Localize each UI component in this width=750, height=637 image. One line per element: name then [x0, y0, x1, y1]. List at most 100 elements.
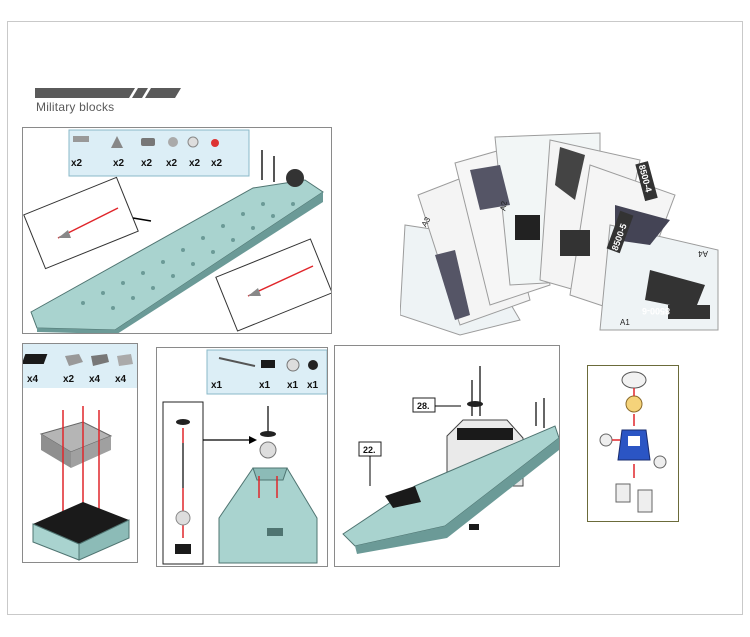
radar-dish [286, 169, 304, 187]
header-stripe-3 [145, 88, 181, 98]
part-icon [308, 360, 318, 370]
pointer-line [132, 217, 152, 222]
parts-qty: x2 [189, 158, 201, 169]
mast [273, 156, 275, 182]
part-disc [176, 419, 190, 425]
step-label: 22. [363, 445, 376, 455]
parts-qty: x2 [141, 158, 153, 169]
parts-qty: x1 [287, 380, 299, 391]
leg-right [637, 489, 653, 513]
black-plate [33, 502, 129, 544]
hull-illustration: x2 x2 x2 x2 x2 x2 [23, 129, 331, 333]
weapon-callout-left [23, 176, 139, 270]
part-icon [111, 136, 123, 148]
booklet-label-tag [635, 161, 658, 202]
parts-qty: x4 [115, 374, 127, 385]
part-icon [73, 136, 89, 142]
part-disc [260, 431, 276, 437]
torso-print [628, 436, 640, 446]
parts-qty: x2 [211, 158, 223, 169]
base-illustration: x4 x2 x4 x4 [23, 344, 137, 561]
part-icon [65, 354, 83, 366]
base-brick-front [78, 519, 130, 561]
helmet [621, 371, 647, 389]
deck-gun [385, 486, 421, 508]
part-icon [117, 354, 133, 366]
parts-qty: x2 [71, 158, 83, 169]
booklet-label: A3 [420, 215, 433, 228]
tower-arrows [258, 476, 278, 498]
parts-qty: x4 [89, 374, 101, 385]
tower-detail [267, 528, 283, 536]
part-icon [261, 360, 275, 368]
header-stripes [35, 88, 181, 98]
step-label: 28. [417, 401, 430, 411]
header-stripe-main [35, 88, 135, 98]
part-icon [187, 136, 199, 148]
weapon-callout-right [215, 238, 331, 332]
part-icon [211, 139, 219, 147]
tower-illustration: x1 x1 x1 x1 [162, 349, 327, 565]
assembly-arrows [62, 406, 100, 522]
part-icon [141, 138, 155, 146]
parts-qty: x2 [63, 374, 75, 385]
part-plate [175, 544, 191, 554]
minifigure-illustration [599, 371, 667, 513]
booklet-label: A1 [620, 318, 630, 327]
booklet-drawing [470, 165, 510, 210]
parts-tray [68, 129, 250, 177]
instruction-panel-hull: x2 x2 x2 x2 x2 x2 [22, 127, 332, 334]
pointer-arrowhead [249, 436, 257, 444]
booklet-drawing [645, 270, 705, 310]
mast [535, 402, 537, 426]
ship-illustration: 28. 22. [342, 366, 559, 554]
parts-tray [23, 344, 137, 388]
mast [267, 406, 269, 436]
instruction-panel-base: x4 x2 x4 x4 [22, 343, 138, 563]
gray-brick-front [71, 436, 111, 468]
missile-part [248, 288, 261, 296]
booklet-drawing [560, 230, 590, 256]
parts-qty: x2 [113, 158, 125, 169]
ship-hull-side [355, 438, 559, 554]
booklet-drawing [515, 215, 540, 240]
part-dome [175, 510, 191, 526]
parts-qty: x1 [307, 380, 319, 391]
section-header: Military blocks [35, 88, 185, 114]
part-rod [182, 443, 184, 488]
parts-qty: x4 [27, 374, 39, 385]
arm-left [599, 433, 613, 447]
instruction-panel-ship: 28. 22. [334, 345, 560, 567]
minifigure-panel [587, 365, 679, 522]
tower-top [252, 467, 288, 481]
booklet-drawing [435, 250, 470, 320]
booklet-fan: 8500-5 8500-6 8500-4 A1 A2 A3 A4 [399, 132, 719, 336]
booklet-drawing [555, 147, 585, 200]
header-stripe-2 [132, 88, 148, 98]
assembly-arrows [612, 414, 635, 478]
tower-body [218, 467, 318, 564]
booklet-label: A2 [498, 200, 509, 212]
header-title: Military blocks [36, 100, 115, 114]
booklet-label: 8500-6 [642, 306, 670, 316]
mast [471, 380, 473, 416]
part-icon [218, 357, 256, 367]
mast [543, 398, 545, 428]
arm-right [653, 455, 667, 469]
parts-tray [206, 349, 327, 395]
parts-icons [73, 136, 219, 148]
booklet-label-tag [606, 210, 634, 254]
part-dome [259, 441, 277, 459]
booklet-label-tag [668, 305, 710, 319]
part-icon [91, 354, 109, 366]
part-icon [168, 137, 178, 147]
bridge-windows [457, 428, 513, 440]
booklet-label: A4 [698, 249, 708, 258]
mast [479, 366, 481, 416]
part-icon [286, 358, 300, 372]
step-badge [412, 397, 436, 413]
parts-qty: x1 [259, 380, 271, 391]
head [625, 395, 643, 413]
mast [261, 150, 263, 180]
deck-studs [81, 202, 295, 310]
